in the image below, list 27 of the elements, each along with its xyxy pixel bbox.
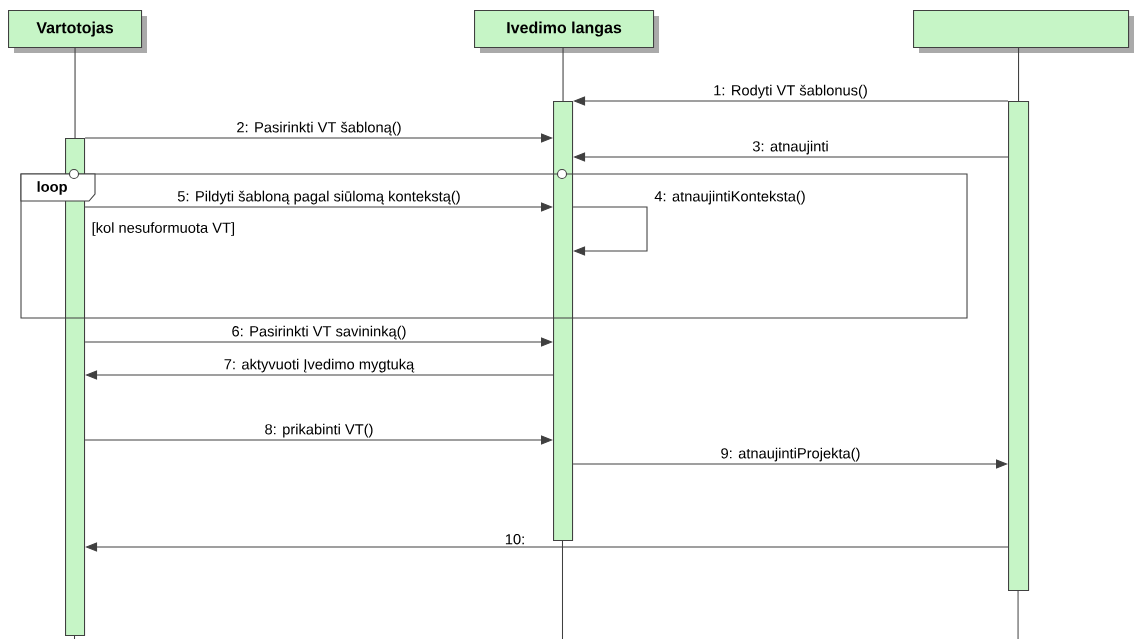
message-arrow	[84, 133, 553, 143]
message-label: 6: Pasirinkti VT savininką()	[232, 325, 406, 340]
lifeline-header: Vartotojas	[8, 10, 147, 53]
lifeline	[562, 47, 564, 102]
message-label: 7: aktyvuoti Įvedimo mygtuką	[224, 358, 415, 373]
message-label: 2: Pasirinkti VT šabloną()	[237, 121, 401, 136]
message-label: 4: atnaujintiKonteksta()	[654, 190, 805, 205]
message-label: 5: Pildyti šabloną pagal siūlomą kontekstą()	[177, 190, 460, 205]
message-arrow	[84, 337, 553, 347]
lifeline	[1018, 47, 1020, 102]
message-label: 3: atnaujinti	[752, 140, 828, 155]
activation-bar	[1008, 101, 1030, 592]
loop-tab: loop	[20, 173, 96, 202]
guard-condition: [kol nesuformuota VT]	[90, 220, 237, 238]
message-label: 9: atnaujintiProjekta()	[721, 447, 860, 462]
message-label: 10:	[505, 534, 524, 545]
message-label: 1: Rodyti VT šablonus()	[714, 84, 867, 99]
activation-bar	[65, 138, 86, 637]
lifeline-header: Ivedimo langas	[474, 10, 659, 53]
lifeline-header	[913, 10, 1134, 53]
activation-bar	[553, 101, 574, 542]
message-arrow	[572, 459, 1008, 469]
message-arrow	[84, 202, 553, 212]
self-message-arrow	[572, 206, 648, 256]
message-label: 8: prikabinti VT()	[265, 423, 373, 438]
lifeline	[74, 47, 76, 139]
message-arrow	[84, 435, 553, 445]
